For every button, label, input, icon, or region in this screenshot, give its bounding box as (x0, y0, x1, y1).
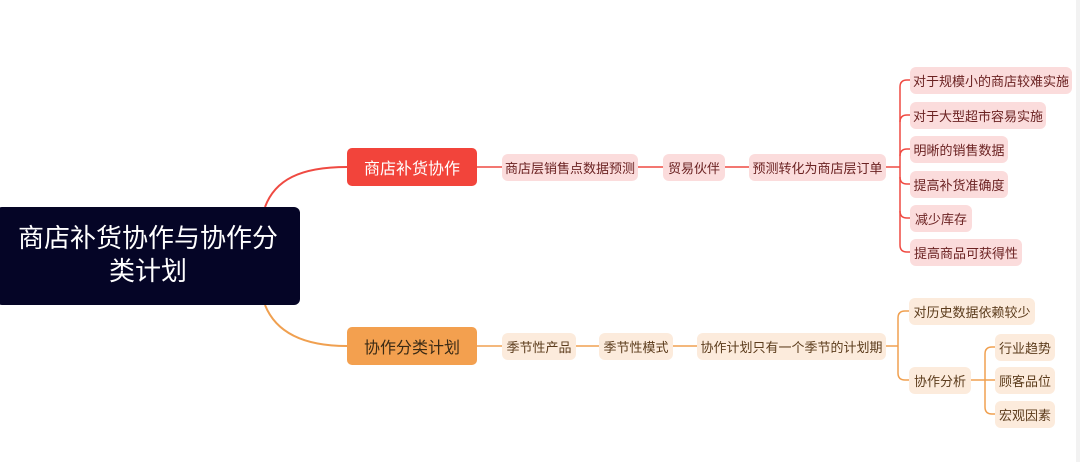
topic-pos-forecast[interactable]: 商店层销售点数据预测 (502, 154, 638, 181)
branch-label: 协作分类计划 (363, 338, 460, 357)
branch-label: 商店补货协作 (363, 159, 460, 178)
leaf-less-history[interactable]: 对历史数据依赖较少 (909, 298, 1035, 325)
leaf-sales-data[interactable]: 明晰的销售数据 (910, 136, 1008, 163)
scrollbar[interactable] (1076, 0, 1080, 462)
leaf-industry-trend[interactable]: 行业趋势 (995, 334, 1055, 361)
topic-seasonal-pattern[interactable]: 季节性模式 (599, 333, 673, 360)
root-label: 商店补货协作与协作分类计划 (17, 224, 278, 287)
leaf-macro-factors[interactable]: 宏观因素 (995, 401, 1055, 428)
leaf-inventory[interactable]: 减少库存 (910, 205, 972, 232)
topic-trade-partner[interactable]: 贸易伙伴 (663, 154, 725, 181)
leaf-supermarket[interactable]: 对于大型超市容易实施 (910, 102, 1046, 129)
topic-forecast-to-order[interactable]: 预测转化为商店层订单 (749, 154, 886, 181)
root-node[interactable]: 商店补货协作与协作分类计划 (0, 207, 300, 305)
topic-single-season[interactable]: 协作计划只有一个季节的计划期 (697, 333, 886, 360)
leaf-small-store[interactable]: 对于规模小的商店较难实施 (910, 67, 1072, 94)
leaf-accuracy[interactable]: 提高补货准确度 (910, 171, 1008, 198)
branch-store-replenishment[interactable]: 商店补货协作 (347, 148, 477, 186)
topic-seasonal-product[interactable]: 季节性产品 (502, 333, 576, 360)
branch-category-planning[interactable]: 协作分类计划 (347, 327, 477, 365)
leaf-collab-analysis[interactable]: 协作分析 (909, 367, 971, 394)
leaf-customer-taste[interactable]: 顾客品位 (995, 367, 1055, 394)
leaf-availability[interactable]: 提高商品可获得性 (910, 239, 1022, 266)
